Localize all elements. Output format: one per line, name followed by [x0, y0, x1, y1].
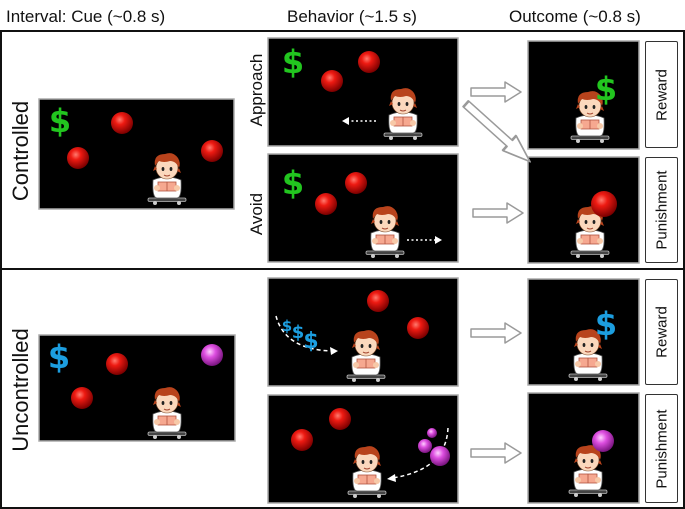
outcome-panel-controlled-punishment [527, 156, 640, 264]
dollar-icon: $ [303, 329, 318, 354]
outcome-panel-controlled-reward: $ [527, 40, 640, 150]
magenta-ball-icon [201, 344, 223, 366]
outline-arrow-icon [458, 95, 538, 171]
dollar-icon: $ [292, 322, 305, 343]
magenta-ball-icon [418, 439, 432, 453]
red-ball-icon [106, 353, 128, 375]
red-ball-icon [358, 51, 380, 73]
dollar-icon: $ [595, 70, 617, 108]
red-ball-icon [407, 317, 429, 339]
dotted-arrow-icon [275, 315, 334, 352]
red-ball-icon [321, 70, 343, 92]
outline-arrow-icon [470, 81, 522, 103]
magenta-ball-icon [427, 428, 437, 438]
outcome-box-reward-controlled: Reward [645, 41, 678, 148]
header-outcome: Outcome (~0.8 s) [509, 7, 641, 26]
behavior-panel-avoid: $ [267, 153, 459, 263]
red-ball-icon [345, 172, 367, 194]
outcome-label-reward: Reward [653, 306, 670, 358]
behavior-panel-uncontrolled-reward: $ $ $ [267, 277, 459, 387]
outcome-box-punishment-controlled: Punishment [645, 157, 678, 263]
header-behavior: Behavior (~1.5 s) [287, 7, 417, 26]
outcome-label-punishment: Punishment [653, 170, 670, 250]
red-ball-icon [591, 191, 617, 217]
red-ball-icon [291, 429, 313, 451]
behavior-panel-uncontrolled-punishment [267, 394, 459, 504]
red-ball-icon [71, 387, 93, 409]
dollar-icon: $ [49, 102, 71, 140]
behavior-panel-approach: $ [267, 37, 459, 147]
row-label-controlled: Controlled [8, 100, 33, 202]
magenta-ball-icon [430, 446, 450, 466]
red-ball-icon [367, 290, 389, 312]
red-ball-icon [315, 193, 337, 215]
outcome-label-punishment: Punishment [653, 408, 670, 489]
magenta-ball-icon [592, 430, 614, 452]
outcome-box-reward-uncontrolled: Reward [645, 279, 678, 385]
red-ball-icon [201, 140, 223, 162]
outline-arrow-icon [470, 322, 522, 344]
outcome-box-punishment-uncontrolled: Punishment [645, 394, 678, 503]
header-cue: Interval: Cue (~0.8 s) [6, 7, 166, 26]
dollar-icon: $ [282, 164, 304, 202]
red-ball-icon [67, 147, 89, 169]
behavior-label-approach: Approach [247, 53, 266, 127]
dollar-icon: $ [282, 43, 304, 81]
dollar-icon: $ [595, 305, 617, 343]
cue-panel-controlled: $ [38, 98, 235, 210]
red-ball-icon [111, 112, 133, 134]
outcome-panel-uncontrolled-punishment [527, 392, 640, 504]
outcome-label-reward: Reward [653, 68, 670, 121]
outline-arrow-icon [470, 442, 522, 464]
dollar-icon: $ [282, 317, 292, 335]
row-label-uncontrolled: Uncontrolled [8, 328, 33, 452]
cue-panel-uncontrolled: $ [38, 334, 236, 442]
outcome-panel-uncontrolled-reward: $ [527, 278, 640, 386]
behavior-label-avoid: Avoid [247, 192, 266, 236]
red-ball-icon [329, 408, 351, 430]
dollar-icon: $ [48, 338, 70, 376]
outline-arrow-icon [472, 202, 524, 224]
